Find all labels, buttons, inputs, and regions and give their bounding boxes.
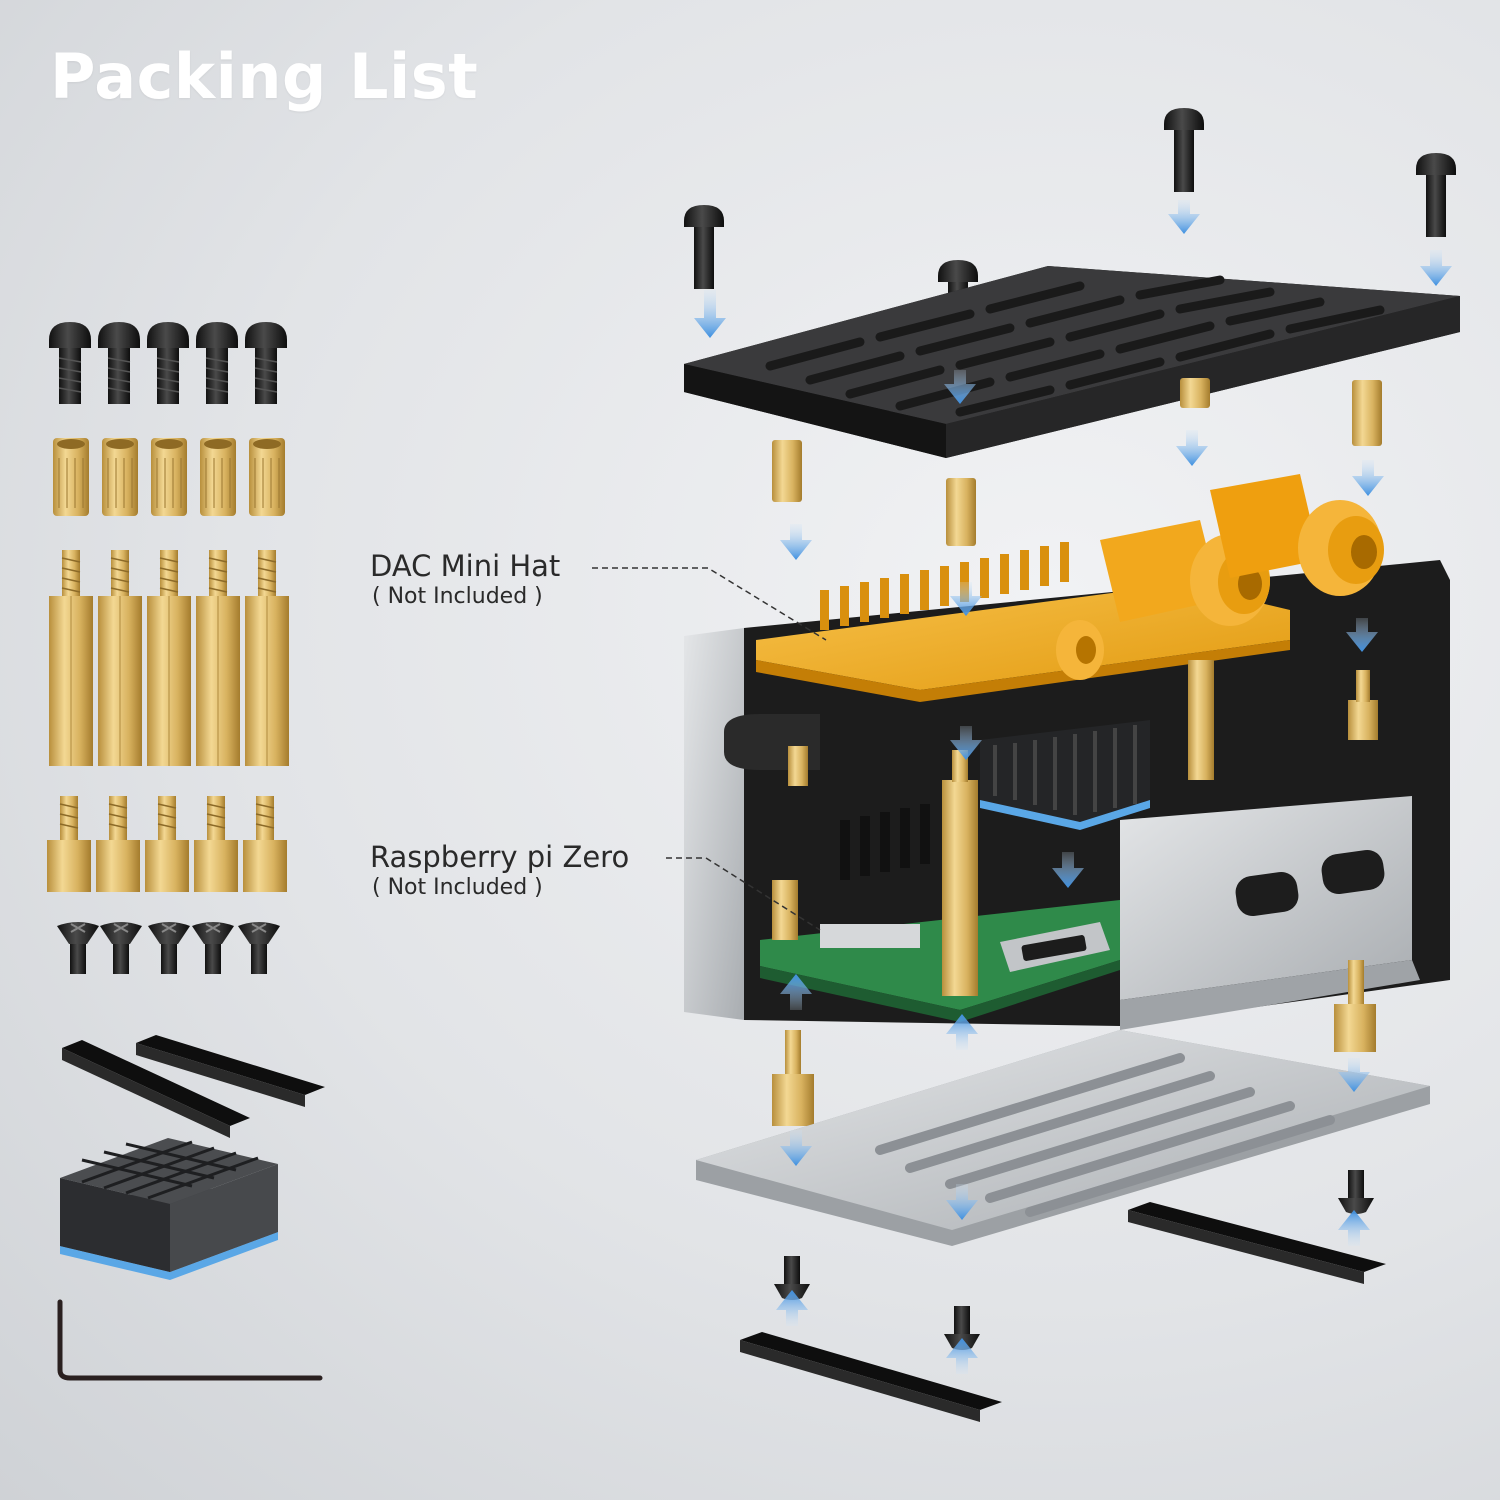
- raspberry-pi-zero-label: Raspberry pi Zero: [370, 840, 630, 874]
- long-brass-standoff-icon: [49, 550, 289, 766]
- brass-nut-insert-icon: [53, 438, 285, 516]
- raspberry-pi-zero-board: [760, 804, 1120, 1022]
- assembly-arrow-icon: [694, 200, 1452, 1220]
- allen-key-icon: [57, 1299, 323, 1381]
- exploded-assembly: [592, 108, 1460, 1422]
- dac-mini-hat-board: [756, 474, 1384, 702]
- countersunk-screw-icon: [57, 922, 280, 974]
- assembly-up-arrow-icon: [776, 974, 1370, 1374]
- acrylic-top-plate: [684, 266, 1460, 458]
- dac-mini-hat-note: ( Not Included ): [372, 584, 543, 609]
- bottom-foot-strip-icon: [740, 1202, 1386, 1422]
- hex-socket-screw-icon: [49, 322, 287, 404]
- raspberry-pi-zero-callout: Raspberry pi Zero ( Not Included ): [370, 840, 629, 902]
- bottom-screw-icon: [774, 1170, 1374, 1350]
- dac-mini-hat-label: DAC Mini Hat: [370, 549, 561, 583]
- short-brass-standoff-icon: [47, 796, 287, 892]
- packing-items-column: [47, 322, 325, 1381]
- aluminum-bottom-plate: [696, 1030, 1430, 1246]
- page-title: Packing List: [50, 40, 479, 113]
- brass-insert-icon: [772, 378, 1382, 546]
- callout-leader-lines: [592, 567, 827, 931]
- case-standoff-icon: [772, 660, 1378, 996]
- raspberry-pi-zero-note: ( Not Included ): [372, 875, 543, 900]
- heatsink-icon: [60, 1138, 278, 1280]
- dac-mini-hat-callout: DAC Mini Hat ( Not Included ): [370, 549, 560, 611]
- rubber-foot-strip-icon: [62, 1035, 325, 1138]
- pi-heatsink-icon: [980, 720, 1150, 830]
